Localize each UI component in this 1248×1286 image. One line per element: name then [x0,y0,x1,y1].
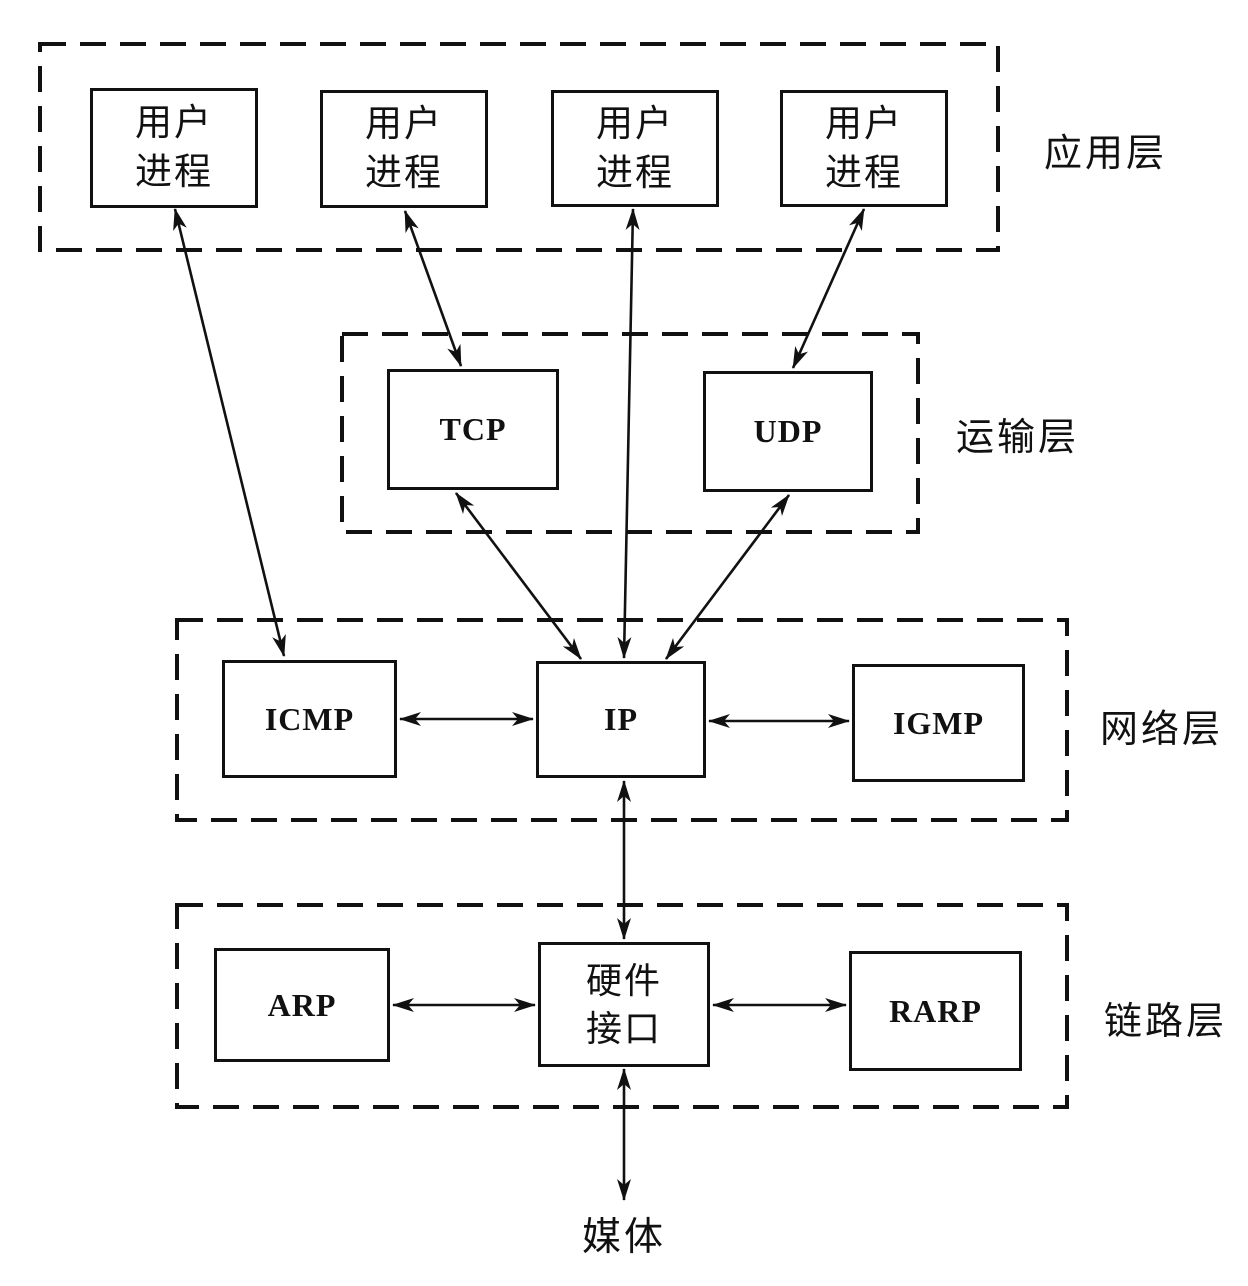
arrow-process3-ip [617,208,640,659]
box-hardware-interface: 硬件 接口 [538,942,710,1067]
arrow-udp-ip [664,494,791,660]
arrow-process2-tcp [403,210,463,367]
box-tcp-label: TCP [439,411,507,447]
media-label: 媒体 [581,1216,666,1259]
box-user-process-2: 用户 进程 [320,90,488,208]
layer-label-link: 链路层 [1104,1001,1228,1043]
box-igmp: IGMP [852,664,1025,782]
box-tcp: TCP [387,369,559,490]
layer-label-application: 应用层 [1044,133,1168,175]
box-arp: ARP [214,948,390,1062]
layer-label-transport: 运输层 [956,417,1080,459]
box-ip-label: IP [604,701,638,737]
arrow-process1-icmp [173,208,286,657]
box-udp: UDP [703,371,873,492]
box-hardware-interface-label: 硬件 接口 [585,959,662,1049]
box-user-process-2-label: 用户 进程 [365,103,443,193]
arrow-tcp-ip [454,492,583,660]
box-icmp: ICMP [222,660,397,778]
application-layer-frame [38,42,1000,252]
box-user-process-4: 用户 进程 [780,90,948,207]
box-user-process-3: 用户 进程 [551,90,719,207]
box-arp-label: ARP [267,986,337,1023]
box-rarp: RARP [849,951,1022,1071]
box-user-process-4-label: 用户 进程 [825,102,903,193]
arrow-process4-udp [791,208,866,369]
box-ip: IP [536,661,706,778]
layer-label-network: 网络层 [1100,709,1224,751]
box-icmp-label: ICMP [264,700,355,737]
box-user-process-1-label: 用户 进程 [135,102,213,192]
box-igmp-label: IGMP [892,704,985,741]
box-user-process-1: 用户 进程 [90,88,258,208]
box-udp-label: UDP [753,413,823,449]
box-rarp-label: RARP [889,992,982,1029]
box-user-process-3-label: 用户 进程 [596,102,674,193]
